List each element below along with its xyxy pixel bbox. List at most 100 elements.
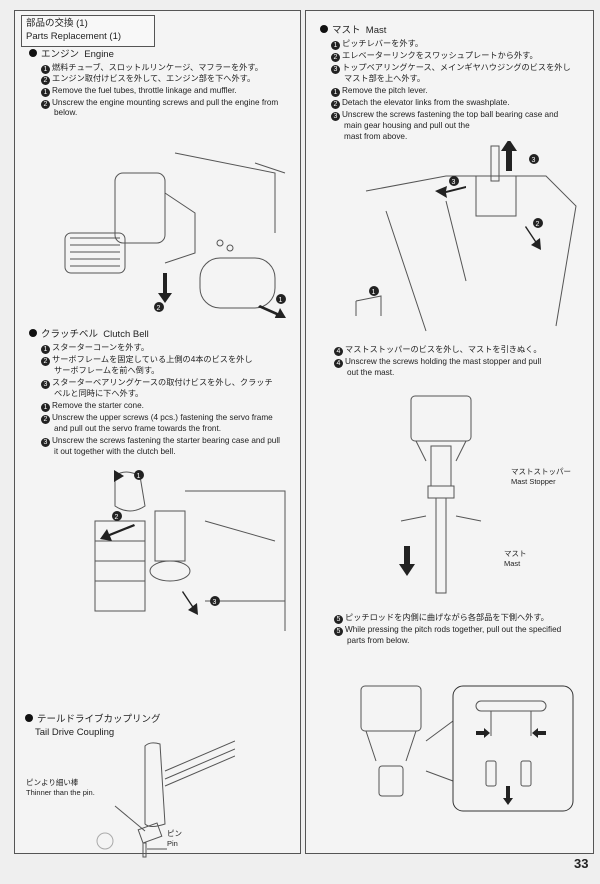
clutch-step-jp-2-cont: サーボフレームを前へ倒す。 bbox=[54, 366, 160, 375]
tail-illustration bbox=[96, 740, 235, 858]
callout-2: 2 bbox=[536, 221, 540, 228]
label-mast-jp: マスト bbox=[504, 549, 527, 558]
callout-1: 1 bbox=[279, 297, 283, 304]
step-number-icon: 3 bbox=[331, 65, 340, 74]
text: While pressing the pitch rods together, … bbox=[345, 625, 562, 634]
title-jp: 部品の交換 (1) bbox=[26, 18, 88, 29]
clutch-step-jp-3-cont: ベルと同時に下へ外す。 bbox=[54, 389, 144, 398]
callout-3: 3 bbox=[213, 599, 217, 606]
clutch-step-en-2-cont: and pull out the servo frame towards the… bbox=[54, 424, 222, 433]
step-number-icon: 5 bbox=[334, 627, 343, 636]
engine-heading-jp: エンジン bbox=[41, 49, 80, 60]
callout-3: 3 bbox=[452, 179, 456, 186]
label-pin-en: Pin bbox=[167, 839, 178, 848]
section-title-box: 部品の交換 (1) Parts Replacement (1) bbox=[21, 15, 155, 47]
pitch-rod-illustration bbox=[360, 685, 574, 812]
callout-1: 1 bbox=[372, 289, 376, 296]
text: ピッチレバーを外す。 bbox=[342, 39, 424, 48]
mast-step4-en-cont: out the mast. bbox=[347, 368, 395, 377]
mast-removal-illustration: 3 3 2 1 bbox=[355, 141, 577, 332]
mast-heading-en: Mast bbox=[365, 25, 387, 36]
engine-heading: エンジン Engine bbox=[29, 49, 114, 61]
step-number-icon: 3 bbox=[41, 438, 50, 447]
page-number: 33 bbox=[574, 856, 589, 871]
step-number-icon: 1 bbox=[331, 88, 340, 97]
text: ピッチロッドを内側に曲げながら各部品を下側へ外す。 bbox=[345, 613, 549, 622]
engine-heading-en: Engine bbox=[84, 49, 114, 60]
clutch-heading-jp: クラッチベル bbox=[41, 329, 99, 340]
tail-heading-jp: テールドライブカップリング bbox=[25, 714, 161, 726]
text: マストストッパーのビスを外し、マストを引きぬく。 bbox=[345, 345, 542, 354]
clutch-illustration: 1 2 3 bbox=[94, 470, 286, 631]
step-number-icon: 2 bbox=[41, 100, 50, 109]
step-number-icon: 1 bbox=[41, 403, 50, 412]
label-thinner-en: Thinner than the pin. bbox=[26, 788, 95, 797]
engine-step-en-2-cont: below. bbox=[54, 108, 78, 117]
text: スターターコーンを外す。 bbox=[52, 343, 150, 352]
text: Unscrew the screws holding the mast stop… bbox=[345, 357, 542, 366]
text: Unscrew the engine mounting screws and p… bbox=[52, 98, 279, 107]
text: Remove the pitch lever. bbox=[342, 86, 428, 95]
clutch-heading-en: Clutch Bell bbox=[103, 329, 149, 340]
text: トップベアリングケース、メインギヤハウジングのビスを外し bbox=[342, 63, 571, 72]
label-thinner-jp: ピンより細い棒 bbox=[26, 778, 79, 787]
step-number-icon: 2 bbox=[41, 415, 50, 424]
step-number-icon: 5 bbox=[334, 615, 343, 624]
callout-2: 2 bbox=[115, 514, 119, 521]
text: Unscrew the screws fastening the top bal… bbox=[342, 110, 559, 119]
step-number-icon: 3 bbox=[331, 112, 340, 121]
text: Unscrew the upper screws (4 pcs.) fasten… bbox=[52, 413, 273, 422]
text: テールドライブカップリング bbox=[37, 714, 161, 725]
mast-step-en-3-cont2: mast from above. bbox=[344, 132, 408, 141]
text: エンジン取付けビスを外して、エンジン部を下へ外す。 bbox=[52, 74, 256, 83]
bullet-icon bbox=[29, 329, 37, 337]
title-en: Parts Replacement (1) bbox=[26, 31, 122, 42]
mast-heading: マスト Mast bbox=[320, 25, 386, 37]
callout-1: 1 bbox=[137, 473, 141, 480]
text: Remove the starter cone. bbox=[52, 401, 144, 410]
text: スターターベアリングケースの取付けビスを外し、クラッチ bbox=[52, 378, 273, 387]
left-panel: 部品の交換 (1) Parts Replacement (1) エンジン Eng… bbox=[14, 10, 301, 858]
callout-3b: 3 bbox=[532, 157, 536, 164]
bullet-icon bbox=[320, 25, 328, 33]
mast-step-jp-3-cont: マスト部を上へ外す。 bbox=[344, 74, 426, 83]
mast-stopper-illustration bbox=[399, 395, 482, 594]
step-number-icon: 2 bbox=[331, 53, 340, 62]
text: Detach the elevator links from the swash… bbox=[342, 98, 510, 107]
label-mast-stopper-jp: マストストッパー bbox=[511, 467, 571, 476]
step-number-icon: 4 bbox=[334, 359, 343, 368]
label-pin-jp: ピン bbox=[167, 829, 182, 838]
label-mast-stopper-en: Mast Stopper bbox=[511, 477, 556, 486]
step-number-icon: 3 bbox=[41, 380, 50, 389]
step-number-icon: 1 bbox=[41, 88, 50, 97]
text: 燃料チューブ、スロットルリンケージ、マフラーを外す。 bbox=[52, 63, 263, 72]
engine-illustration: 2 1 bbox=[64, 152, 286, 318]
text: サーボフレームを固定している上側の4本のビスを外し bbox=[52, 355, 253, 364]
text: Unscrew the screws fastening the starter… bbox=[52, 436, 281, 445]
clutch-step-en-3-cont: it out together with the clutch bell. bbox=[54, 447, 176, 456]
bullet-icon bbox=[25, 714, 33, 722]
mast-step-en-3-cont: main gear housing and pull out the bbox=[344, 121, 470, 130]
text: エレベーターリンクをスワッシュプレートから外す。 bbox=[342, 51, 538, 60]
step-number-icon: 4 bbox=[334, 347, 343, 356]
mast-step5-en-cont: parts from below. bbox=[347, 636, 410, 645]
step-number-icon: 1 bbox=[41, 345, 50, 354]
